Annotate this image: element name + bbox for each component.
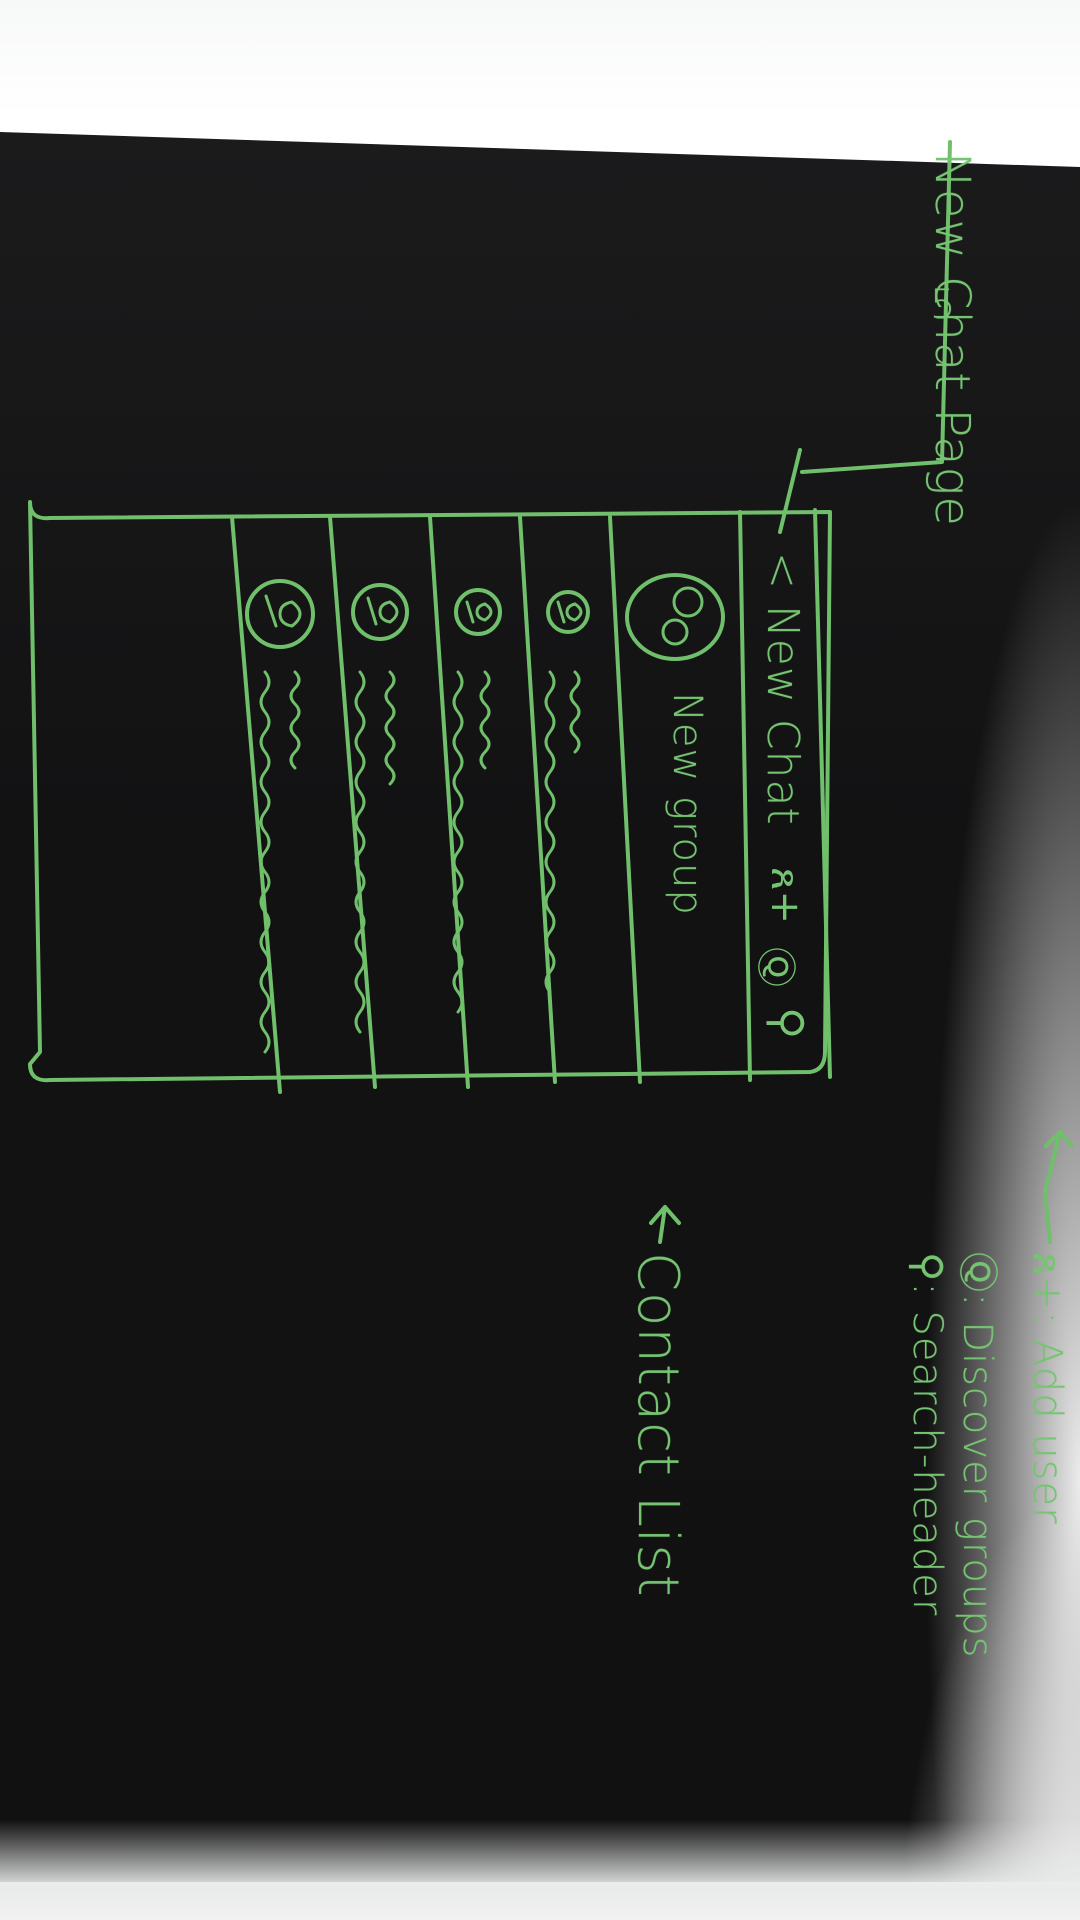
sketch-canvas: 5 New Chat Page < New Chat ጸ+ Ⓠ ⚲ New gr… (0, 132, 1080, 1882)
phone-outline (28, 500, 832, 1083)
row-separator-2 (518, 515, 557, 1084)
person-icon-2 (465, 600, 493, 624)
group-person-2 (661, 618, 689, 646)
contact-1-name-line (569, 670, 581, 754)
contact-avatar-3 (351, 583, 409, 641)
new-group-avatar-circle (625, 573, 725, 661)
title-frame (800, 140, 952, 474)
contact-avatar-1 (546, 590, 590, 634)
contact-2-name-line (479, 670, 491, 770)
legend-search-header: ⚲: Search-header (904, 1252, 950, 1617)
back-arrow-icon: < (757, 552, 808, 590)
page-label: New Chat Page (924, 152, 980, 527)
contact-list-label: Contact List (625, 1252, 690, 1598)
contact-3-name-line (384, 670, 396, 786)
new-group-label[interactable]: New group (664, 692, 710, 916)
contact-4-name-line (289, 670, 301, 770)
contact-avatar-4 (245, 579, 315, 649)
person-icon-4 (264, 594, 302, 628)
contact-2-message-line (452, 670, 464, 1014)
header-bottom-line (738, 510, 752, 1082)
contact-3-message-line (354, 670, 366, 1034)
contact-4-message-line (259, 670, 271, 1054)
contact-list-arrow (649, 1205, 681, 1244)
person-icon-1 (556, 600, 583, 624)
search-icon[interactable]: ⚲ (761, 1007, 812, 1040)
header-back-button[interactable]: < New Chat (757, 552, 808, 826)
legend-arrow (1043, 1130, 1074, 1244)
board-glare (0, 1820, 1080, 1920)
title-underline (778, 448, 802, 534)
contact-avatar-2 (454, 588, 502, 636)
legend-add-user: ጸ+: Add user (1024, 1252, 1070, 1525)
header-title: New Chat (757, 604, 808, 826)
sketch-lines (28, 140, 1074, 1244)
person-icon-3 (366, 596, 399, 626)
header-top-line (813, 508, 832, 1079)
row-separator-1 (608, 515, 642, 1084)
add-user-icon[interactable]: ጸ+ (762, 867, 808, 924)
legend-discover-groups: Ⓠ: Discover groups (954, 1252, 1000, 1659)
contact-1-message-line (544, 670, 556, 994)
discover-groups-icon[interactable]: Ⓠ (752, 947, 798, 987)
row-separator-4 (328, 515, 377, 1089)
row-separator-3 (428, 515, 470, 1089)
group-person-1 (672, 586, 704, 618)
chalkboard (0, 132, 1080, 1882)
row-separator-5 (230, 515, 282, 1094)
